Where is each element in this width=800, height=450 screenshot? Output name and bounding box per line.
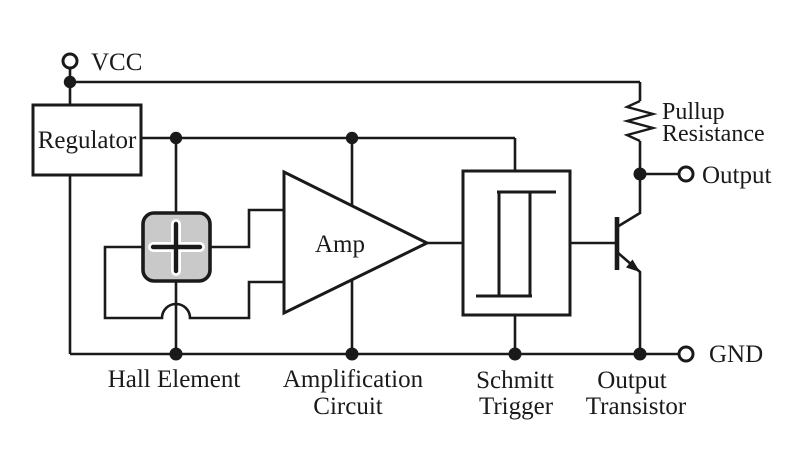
transistor-caption-line1: Output (597, 367, 667, 394)
gnd-label: GND (709, 341, 763, 368)
vcc-terminal-icon (61, 52, 79, 70)
junction-dot (345, 347, 359, 361)
transistor-caption-line2: Transistor (586, 393, 687, 420)
junction-dot (345, 131, 359, 145)
pullup-resistor-icon (622, 99, 658, 143)
pullup-label-line2: Resistance (662, 121, 765, 147)
output-label: Output (702, 162, 772, 189)
regulator-label: Regulator (38, 127, 137, 154)
junction-dot (63, 75, 77, 89)
output-transistor-symbol (614, 174, 642, 354)
schmitt-trigger-box (461, 169, 572, 317)
hall-element-symbol (141, 211, 212, 283)
junction-dot (169, 347, 183, 361)
hall-plus-icon (150, 221, 203, 274)
emitter-arrow-icon (626, 259, 640, 272)
schmitt-caption-line2: Trigger (479, 393, 554, 420)
junction-dot (633, 167, 647, 181)
amp-triangle (282, 169, 431, 316)
transistor-collector-wire (616, 174, 642, 229)
gnd-terminal-icon (677, 345, 695, 363)
amplification-caption-line2: Circuit (313, 393, 382, 420)
schmitt-caption-line1: Schmitt (476, 367, 554, 394)
junction-dot (169, 131, 183, 145)
pullup-label-line1: Pullup (662, 99, 725, 125)
junction-dots (63, 75, 647, 361)
junction-dot (508, 347, 522, 361)
hysteresis-icon (476, 190, 556, 298)
hall-right-to-amp-wire (210, 208, 284, 249)
hall-element-caption: Hall Element (108, 366, 241, 393)
hall-left-to-amp-wire (103, 245, 284, 320)
output-terminal-icon (677, 165, 695, 183)
wires (68, 68, 679, 356)
amplification-caption-line1: Amplification (283, 366, 424, 393)
regulator-box (31, 103, 143, 177)
junction-dot (633, 347, 647, 361)
vcc-label: VCC (91, 49, 142, 76)
amp-label: Amp (315, 231, 365, 258)
